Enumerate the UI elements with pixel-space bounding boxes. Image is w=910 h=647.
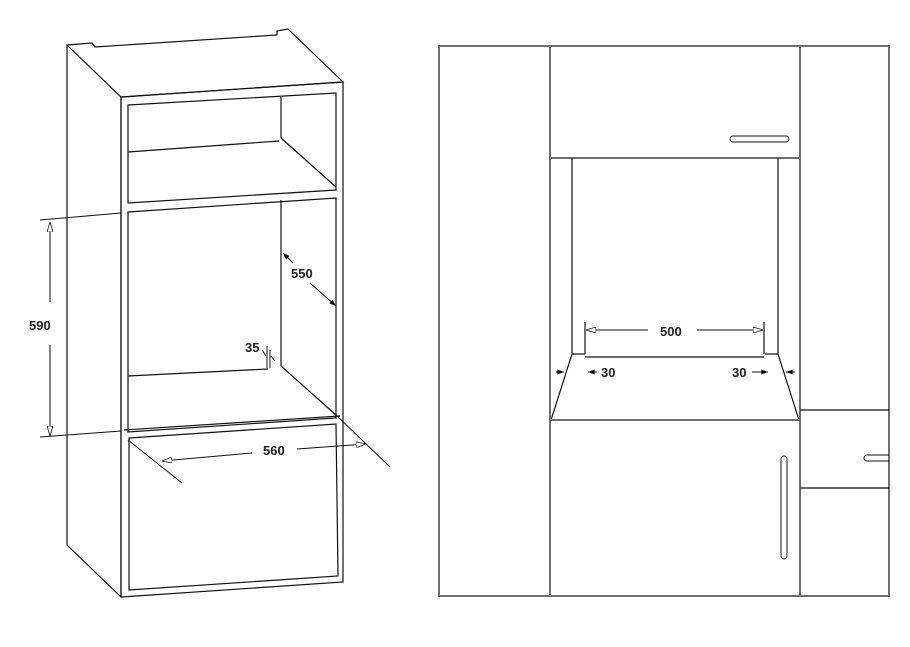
- dimension-right-clearance: 30: [732, 365, 795, 380]
- height-label: 590: [29, 318, 51, 333]
- upper-cabinet-handle: [729, 135, 790, 143]
- side-drawer-handle: [863, 454, 889, 462]
- gap-label: 35: [245, 340, 259, 355]
- left-clearance-label: 30: [601, 365, 615, 380]
- width-label: 560: [263, 443, 285, 458]
- cabinet-front: [120, 81, 344, 598]
- cabinet-left-side: [66, 45, 122, 599]
- dimension-height: 590: [29, 212, 122, 438]
- elevation-frame: [438, 45, 890, 597]
- dimension-width: 560: [127, 413, 391, 484]
- upper-compartment: [127, 92, 337, 204]
- right-clearance-label: 30: [732, 365, 746, 380]
- depth-label: 550: [291, 266, 313, 281]
- front-elevation: 500 30 30: [438, 45, 890, 597]
- dimension-left-clearance: 30: [556, 365, 615, 380]
- dimension-gap: 35: [245, 340, 276, 368]
- cabinet-top: [65, 28, 345, 98]
- inner-width-label: 500: [660, 324, 682, 339]
- lower-drawer: [128, 423, 339, 591]
- isometric-cabinet: 590 550 35 560: [29, 28, 391, 599]
- lower-door-handle: [780, 455, 788, 560]
- dimension-depth: 550: [282, 252, 337, 307]
- dimension-inner-width: 500: [586, 324, 763, 339]
- oven-niche: [127, 197, 337, 433]
